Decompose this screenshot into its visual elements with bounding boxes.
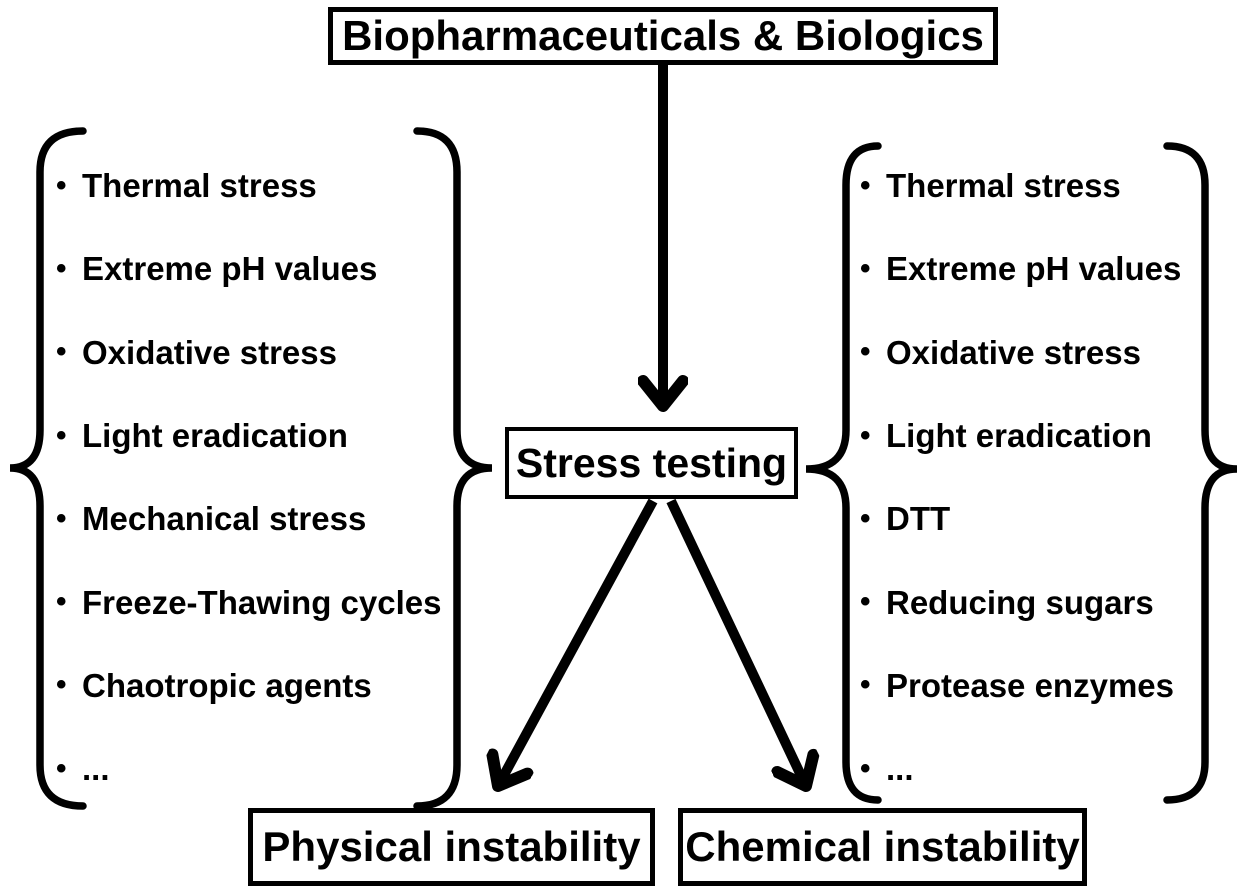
list-item-label: ... <box>82 750 110 788</box>
list-item: • DTT <box>860 477 1190 560</box>
list-item-label: ... <box>886 750 914 788</box>
list-item: • Oxidative stress <box>56 311 466 394</box>
list-item: • Thermal stress <box>860 144 1190 227</box>
bullet-icon: • <box>56 668 67 702</box>
list-item: • Oxidative stress <box>860 311 1190 394</box>
list-item-label: DTT <box>886 500 951 538</box>
physical-stress-factor-list: • Thermal stress • Extreme pH values • Oxidat… <box>56 144 466 810</box>
list-item: • Light eradication <box>56 394 466 477</box>
list-item: • Mechanical stress <box>56 477 466 560</box>
list-item-label: Light eradication <box>82 417 348 455</box>
bullet-icon: • <box>56 751 67 785</box>
list-item-label: Oxidative stress <box>886 333 1141 371</box>
list-item-label: Protease enzymes <box>886 666 1174 704</box>
bullet-icon: • <box>56 501 67 535</box>
list-item: • Thermal stress <box>56 144 466 227</box>
list-item: • Chaotropic agents <box>56 644 466 727</box>
list-item: • Light eradication <box>860 394 1190 477</box>
bullet-icon: • <box>56 335 67 369</box>
left-inner-brace <box>413 127 493 810</box>
list-item: •... <box>56 727 466 810</box>
bullet-icon: • <box>860 668 871 702</box>
list-item-label: Chaotropic agents <box>82 666 372 704</box>
bullet-icon: • <box>56 168 67 202</box>
list-item-label: Oxidative stress <box>82 333 337 371</box>
bullet-icon: • <box>860 418 871 452</box>
list-item: •... <box>860 727 1190 810</box>
chemical-stress-factor-list: • Thermal stress • Extreme pH values • Oxidat… <box>860 144 1190 810</box>
list-item-label: Light eradication <box>886 417 1152 455</box>
right-outer-brace <box>1163 142 1238 804</box>
bullet-icon: • <box>56 585 67 619</box>
list-item: • Freeze-Thawing cycles <box>56 560 466 643</box>
bullet-icon: • <box>860 168 871 202</box>
list-item: • Reducing sugars <box>860 560 1190 643</box>
list-item-label: Mechanical stress <box>82 500 367 538</box>
bullet-icon: • <box>860 585 871 619</box>
bullet-icon: • <box>56 418 67 452</box>
arrow-stress-to-physical <box>498 498 658 786</box>
chemical-instability-box: Chemical instability <box>678 808 1087 886</box>
list-item-label: Thermal stress <box>886 167 1121 205</box>
list-item-label: Extreme pH values <box>82 250 378 288</box>
bullet-icon: • <box>860 335 871 369</box>
list-item: • Extreme pH values <box>860 227 1190 310</box>
list-item: • Extreme pH values <box>56 227 466 310</box>
right-inner-brace <box>805 142 882 804</box>
list-item: • Protease enzymes <box>860 644 1190 727</box>
list-item-label: Extreme pH values <box>886 250 1182 288</box>
list-item-label: Freeze-Thawing cycles <box>82 583 442 621</box>
list-item-label: Reducing sugars <box>886 583 1154 621</box>
bullet-icon: • <box>860 501 871 535</box>
physical-instability-box: Physical instability <box>248 808 655 886</box>
bullet-icon: • <box>860 751 871 785</box>
biopharmaceuticals-box: Biopharmaceuticals & Biologics <box>328 7 998 65</box>
list-item-label: Thermal stress <box>82 167 317 205</box>
arrow-stress-to-chemical <box>666 498 806 786</box>
bullet-icon: • <box>56 251 67 285</box>
bullet-icon: • <box>860 251 871 285</box>
left-outer-brace <box>9 127 87 810</box>
stress-testing-box: Stress testing <box>505 427 798 499</box>
